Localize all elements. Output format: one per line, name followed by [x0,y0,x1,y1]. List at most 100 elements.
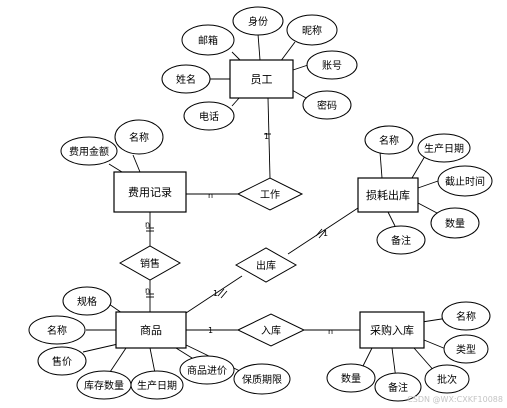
tick-loss-outbound-1 [315,228,323,237]
edge-employee-password [291,89,307,99]
attr-product-stock-label: 库存数量 [84,379,124,392]
edge-loss-quantity [417,202,438,214]
card-outbound-loss: 1 [323,229,328,238]
tick-outbound-product-2 [220,290,228,299]
attr-product-shelf-life: 保质期限 [233,363,291,395]
card-work-employee: 1 [264,132,269,141]
edge-loss-notes [387,211,396,227]
attr-purchase-type: 类型 [443,334,489,364]
edge-loss-production-date [411,155,426,179]
attr-loss-notes-label: 备注 [391,234,411,247]
card-sales-expense: n [145,220,150,229]
entity-product: 商品 [115,311,187,349]
attr-purchase-name-label: 名称 [456,310,476,323]
attr-purchase-notes-label: 备注 [388,381,408,394]
attr-product-name: 名称 [28,315,86,345]
attr-loss-quantity-label: 数量 [445,217,465,230]
attr-employee-nickname: 昵称 [286,14,338,46]
attr-product-price: 售价 [37,346,87,376]
attr-purchase-name: 名称 [441,301,491,331]
attr-product-shelf-life-label: 保质期限 [242,373,282,386]
attr-purchase-batch: 批次 [424,364,470,394]
entity-employee-label: 员工 [251,73,273,86]
watermark: CSDN @WX:CXKF10088 [407,395,503,404]
attr-product-spec: 规格 [62,286,112,316]
attr-expense-amount: 费用金额 [60,136,118,166]
edge-loss-deadline [417,180,439,189]
card-work-expense: n [208,191,213,200]
entity-loss-label: 损耗出库 [366,188,410,202]
edge-expense-amount [108,163,123,173]
attr-product-spec-label: 规格 [77,295,97,308]
edge-product-production-date [149,347,156,374]
relationship-inbound-label: 入库 [261,324,281,337]
entity-product-label: 商品 [140,323,162,337]
edge-product-price [82,343,119,353]
entity-expense-label: 费用记录 [128,186,172,199]
edge-loss-name [379,151,383,179]
attr-loss-name: 名称 [364,125,414,155]
edge-loss-outbound [287,207,359,255]
attr-purchase-quantity-label: 数量 [341,372,361,385]
tick-outbound-product-1 [217,288,225,297]
attr-loss-production-date-label: 生产日期 [424,142,464,155]
attr-expense-name-label: 名称 [129,131,149,144]
attr-product-production-date-label: 生产日期 [137,379,177,392]
card-inbound-product: 1 [208,326,213,335]
attr-product-stock: 库存数量 [76,370,132,400]
relationship-outbound: 出库 [234,247,298,283]
attr-loss-name-label: 名称 [379,134,399,147]
attr-purchase-type-label: 类型 [456,343,476,356]
attr-product-production-date: 生产日期 [130,370,184,400]
edge-employee-nickname [279,41,296,63]
relationship-sales: 销售 [118,245,182,281]
entity-purchase-label: 采购入库 [370,323,414,337]
attr-employee-phone-label: 电话 [199,110,219,123]
attr-loss-deadline: 截止时间 [437,165,493,197]
relationship-outbound-label: 出库 [256,259,276,272]
relationship-sales-label: 销售 [140,257,160,270]
edge-employee-account [292,64,309,71]
card-sales-product: n [145,286,150,295]
attr-loss-production-date: 生产日期 [417,133,471,163]
relationship-work-label: 工作 [260,189,280,201]
relationship-inbound: 入库 [236,313,306,347]
attr-employee-identity: 身份 [232,6,284,36]
entity-expense: 费用记录 [113,171,187,213]
attr-product-cost-label: 商品进价 [187,364,227,377]
attr-product-name-label: 名称 [47,324,67,337]
attr-employee-nickname-label: 昵称 [302,24,322,37]
card-outbound-product: 1 [213,289,218,298]
attr-employee-email: 邮箱 [181,24,235,56]
card-inbound-purchase: n [328,327,333,336]
attr-product-cost: 商品进价 [179,355,235,385]
attr-employee-name: 姓名 [161,64,211,94]
attr-loss-notes: 备注 [376,225,426,255]
edge-purchase-type [423,339,447,350]
entity-loss: 损耗出库 [357,177,419,213]
attr-expense-name: 名称 [114,119,164,155]
attr-product-price-label: 售价 [52,355,72,368]
attr-loss-quantity: 数量 [430,207,480,239]
edge-expense-name [132,154,141,173]
edge-product-stock [109,347,127,373]
relationship-work: 工作 [236,177,304,211]
edge-outbound-product [185,275,243,314]
tick-loss-outbound-2 [318,230,326,239]
entity-purchase: 采购入库 [359,311,425,349]
attr-employee-identity-label: 身份 [248,15,268,28]
attr-employee-name-label: 姓名 [176,73,196,86]
attr-purchase-notes: 备注 [374,372,422,402]
attr-employee-email-label: 邮箱 [198,34,218,47]
attr-employee-account: 账号 [306,50,358,80]
entity-employee: 员工 [229,59,294,99]
attr-expense-amount-label: 费用金额 [69,145,109,158]
attr-employee-password-label: 密码 [317,99,337,112]
attr-employee-password: 密码 [302,90,352,120]
attr-loss-deadline-label: 截止时间 [445,175,485,188]
attr-purchase-batch-label: 批次 [437,373,457,386]
edge-employee-identity [257,33,261,61]
attr-purchase-quantity: 数量 [326,363,376,393]
attr-employee-account-label: 账号 [322,60,342,72]
